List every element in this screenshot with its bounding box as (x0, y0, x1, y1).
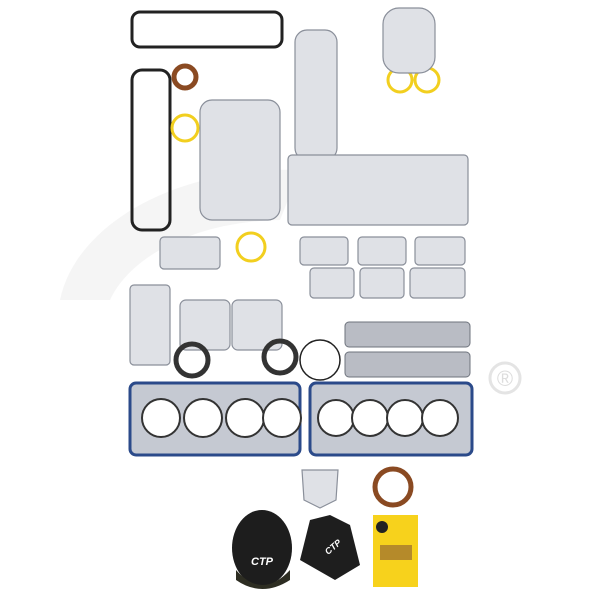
registered-mark-ring (488, 361, 522, 395)
cap: CTP (232, 510, 292, 589)
cap-logo: CTP (251, 556, 274, 568)
gray-gaskets (129, 7, 469, 509)
head-gasket-left (128, 381, 302, 457)
booklet (373, 515, 418, 587)
registered-mark-icon: ® (497, 366, 513, 391)
seals (171, 63, 414, 508)
gloves: CTP (300, 515, 360, 580)
exhaust-gaskets (344, 321, 471, 378)
head-gasket-right (308, 381, 474, 457)
valve-cover-gaskets (130, 10, 284, 232)
